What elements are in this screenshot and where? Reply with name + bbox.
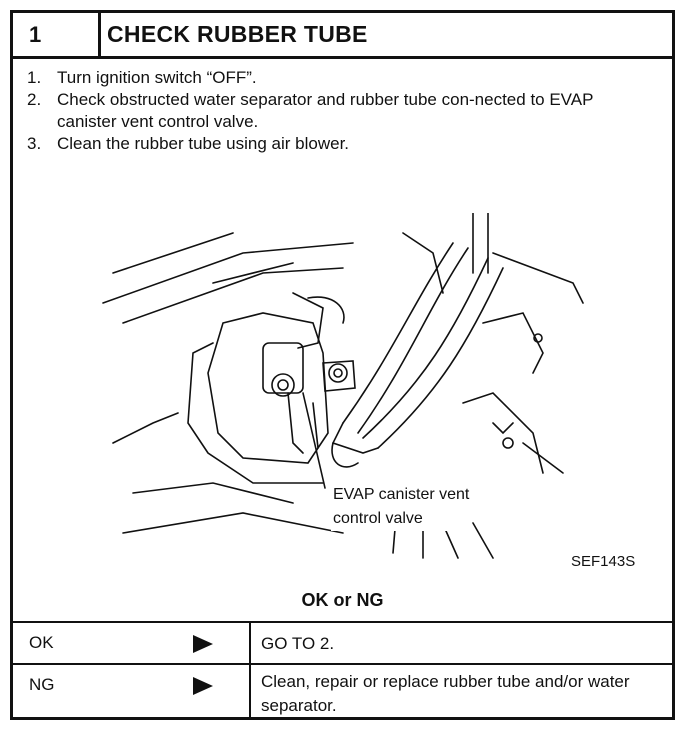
result-action: GO TO 2. — [261, 634, 335, 653]
result-key: OK — [29, 633, 54, 652]
arrow-right-icon — [193, 635, 213, 653]
figure-code: SEF143S — [571, 553, 636, 570]
instruction-item: 3. Clean the rubber tube using air blowe… — [27, 133, 647, 155]
arrow-right-icon — [193, 677, 213, 695]
callout-line: control valve — [333, 510, 423, 527]
result-key: NG — [29, 675, 55, 694]
instruction-text: Check obstructed water separator and rub… — [57, 90, 594, 131]
instruction-item: 2. Check obstructed water separator and … — [27, 89, 647, 133]
instruction-number: 1. — [27, 68, 42, 87]
procedure-box: 1 CHECK RUBBER TUBE 1. Turn ignition swi… — [10, 10, 675, 720]
figure-callout: EVAP canister vent control valve — [331, 483, 472, 531]
column-divider — [249, 665, 251, 719]
results-title: OK or NG — [301, 590, 384, 610]
result-row-ok: OK GO TO 2. — [13, 621, 672, 663]
instruction-list: 1. Turn ignition switch “OFF”. 2. Check … — [27, 67, 647, 155]
instruction-number: 3. — [27, 134, 42, 153]
instruction-text: Turn ignition switch “OFF”. — [57, 68, 257, 87]
step-number: 1 — [13, 13, 101, 56]
instruction-item: 1. Turn ignition switch “OFF”. — [27, 67, 647, 89]
column-divider — [249, 623, 251, 663]
step-header: 1 CHECK RUBBER TUBE — [13, 13, 672, 59]
result-row-ng: NG Clean, repair or replace rubber tube … — [13, 663, 672, 719]
callout-line: EVAP canister vent — [333, 486, 470, 503]
instruction-text: Clean the rubber tube using air blower. — [57, 134, 350, 153]
instruction-number: 2. — [27, 90, 42, 109]
step-title: CHECK RUBBER TUBE — [107, 21, 368, 47]
result-action: Clean, repair or replace rubber tube and… — [261, 672, 630, 715]
